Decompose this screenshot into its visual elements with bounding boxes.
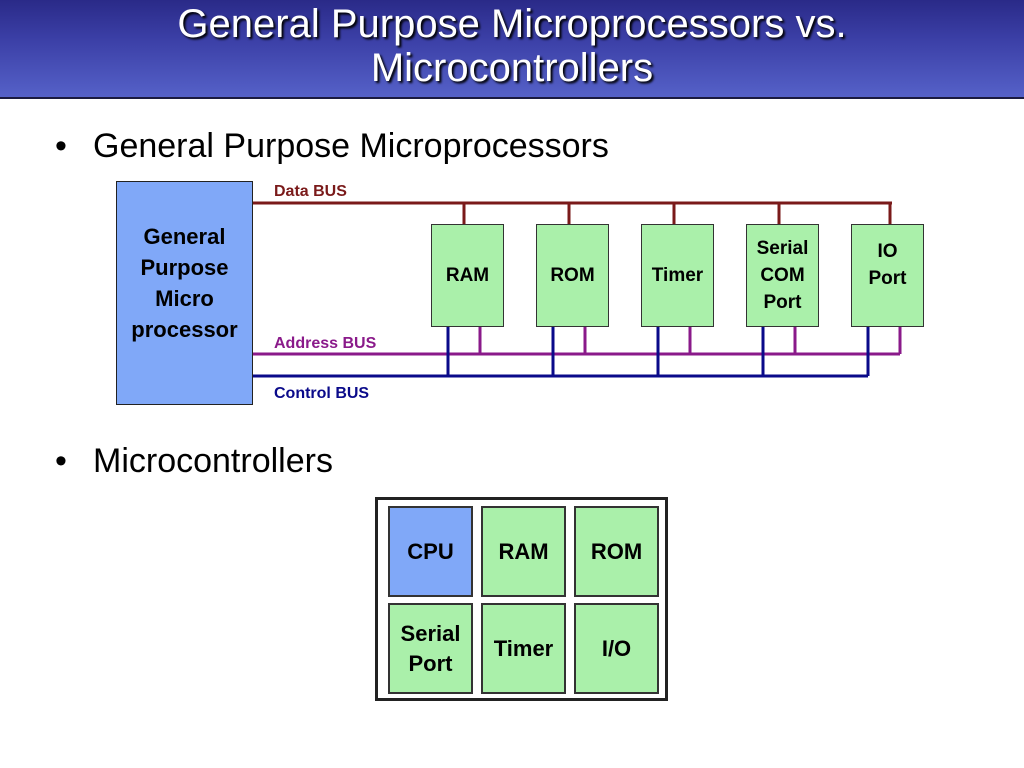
microcontroller-chip: CPU RAM ROM Serial Port Timer I/O: [375, 497, 668, 701]
ram-block: RAM: [431, 224, 504, 327]
address-bus: [253, 327, 902, 356]
title-bar: General Purpose Microprocessors vs. Micr…: [0, 0, 1024, 99]
bullet-microprocessors: • General Purpose Microprocessors: [55, 127, 609, 166]
mc-serial-port-cell: Serial Port: [388, 603, 473, 694]
mc-cpu-cell: CPU: [388, 506, 473, 597]
data-bus: [253, 201, 892, 224]
slide-title: General Purpose Microprocessors vs. Micr…: [177, 1, 847, 90]
timer-block: Timer: [641, 224, 714, 327]
bullet-marker: •: [55, 127, 67, 165]
mc-rom-cell: ROM: [574, 506, 659, 597]
bullet-text: Microcontrollers: [93, 442, 333, 480]
data-bus-label: Data BUS: [274, 183, 347, 200]
microprocessor-block: General Purpose Micro processor: [116, 181, 253, 405]
serial-com-port-block: Serial COM Port: [746, 224, 819, 327]
io-port-block: IO Port: [851, 224, 924, 327]
rom-block: ROM: [536, 224, 609, 327]
mc-ram-cell: RAM: [481, 506, 566, 597]
mc-io-cell: I/O: [574, 603, 659, 694]
bullet-marker: •: [55, 442, 67, 480]
address-bus-label: Address BUS: [274, 335, 377, 352]
bullet-text: General Purpose Microprocessors: [93, 127, 609, 165]
control-bus: [253, 327, 870, 378]
bullet-microcontrollers: • Microcontrollers: [55, 442, 333, 481]
control-bus-label: Control BUS: [274, 385, 370, 402]
mc-timer-cell: Timer: [481, 603, 566, 694]
